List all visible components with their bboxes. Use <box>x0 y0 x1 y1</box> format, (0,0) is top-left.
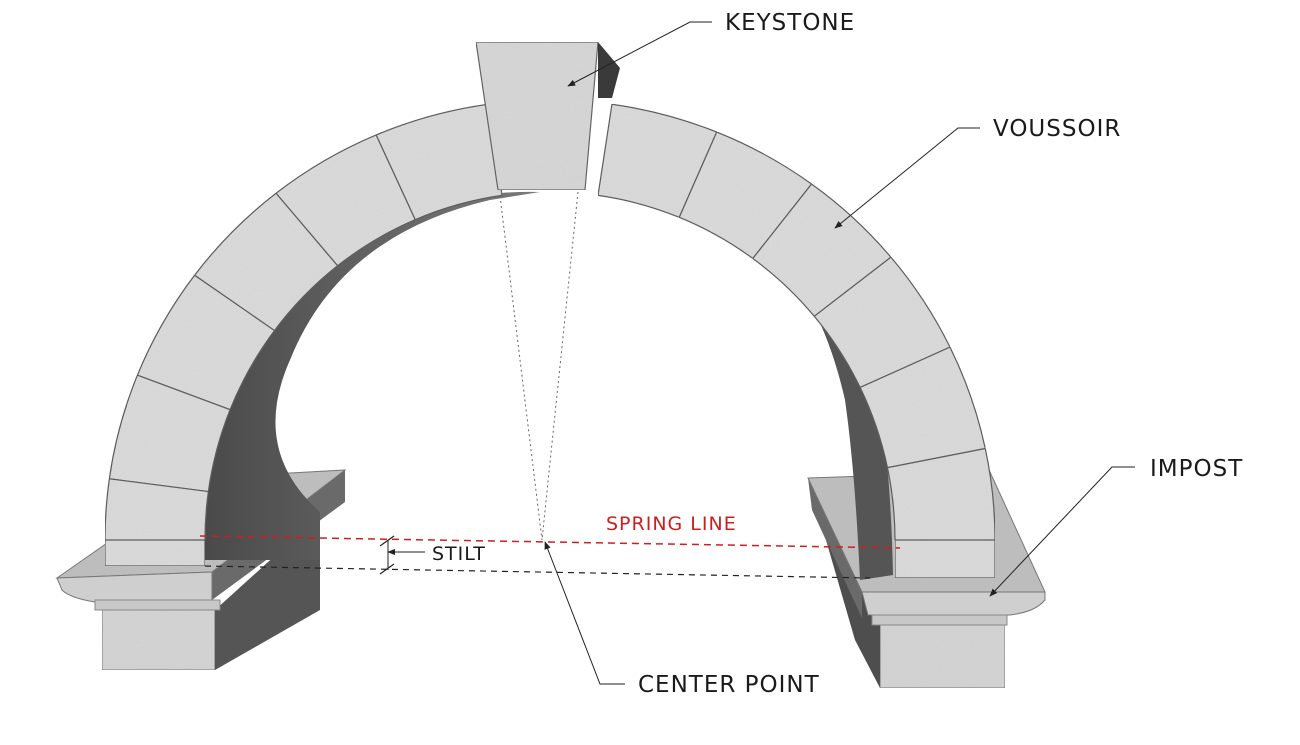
keystone-label: KEYSTONE <box>725 10 855 36</box>
stilt-label: STILT <box>432 543 486 565</box>
right-pier-front <box>879 624 1006 689</box>
center-point-leader <box>544 541 625 685</box>
voussoir-right-base <box>894 539 996 579</box>
leader-lines <box>544 21 1135 685</box>
radius-line-right <box>541 191 579 541</box>
right-impost-side <box>808 478 862 618</box>
impost-leader <box>989 466 1135 597</box>
keystone-side <box>598 42 620 98</box>
radius-line-left <box>499 195 543 541</box>
stilt-base-line <box>204 565 871 579</box>
keystone-face <box>475 41 599 191</box>
spring-line-label: SPRING LINE <box>606 513 737 535</box>
impost-label: IMPOST <box>1150 456 1243 482</box>
left-pier-front <box>101 609 216 671</box>
voussoir-leader <box>834 127 980 229</box>
voussoir-left-base <box>104 539 206 567</box>
center-point-label: CENTER POINT <box>638 672 820 698</box>
keystone-block <box>475 41 620 191</box>
voussoir-label: VOUSSOIR <box>993 116 1121 142</box>
keystone-leader <box>567 21 712 87</box>
voussoir-ring <box>104 103 996 579</box>
right-impost-front <box>861 591 1046 616</box>
